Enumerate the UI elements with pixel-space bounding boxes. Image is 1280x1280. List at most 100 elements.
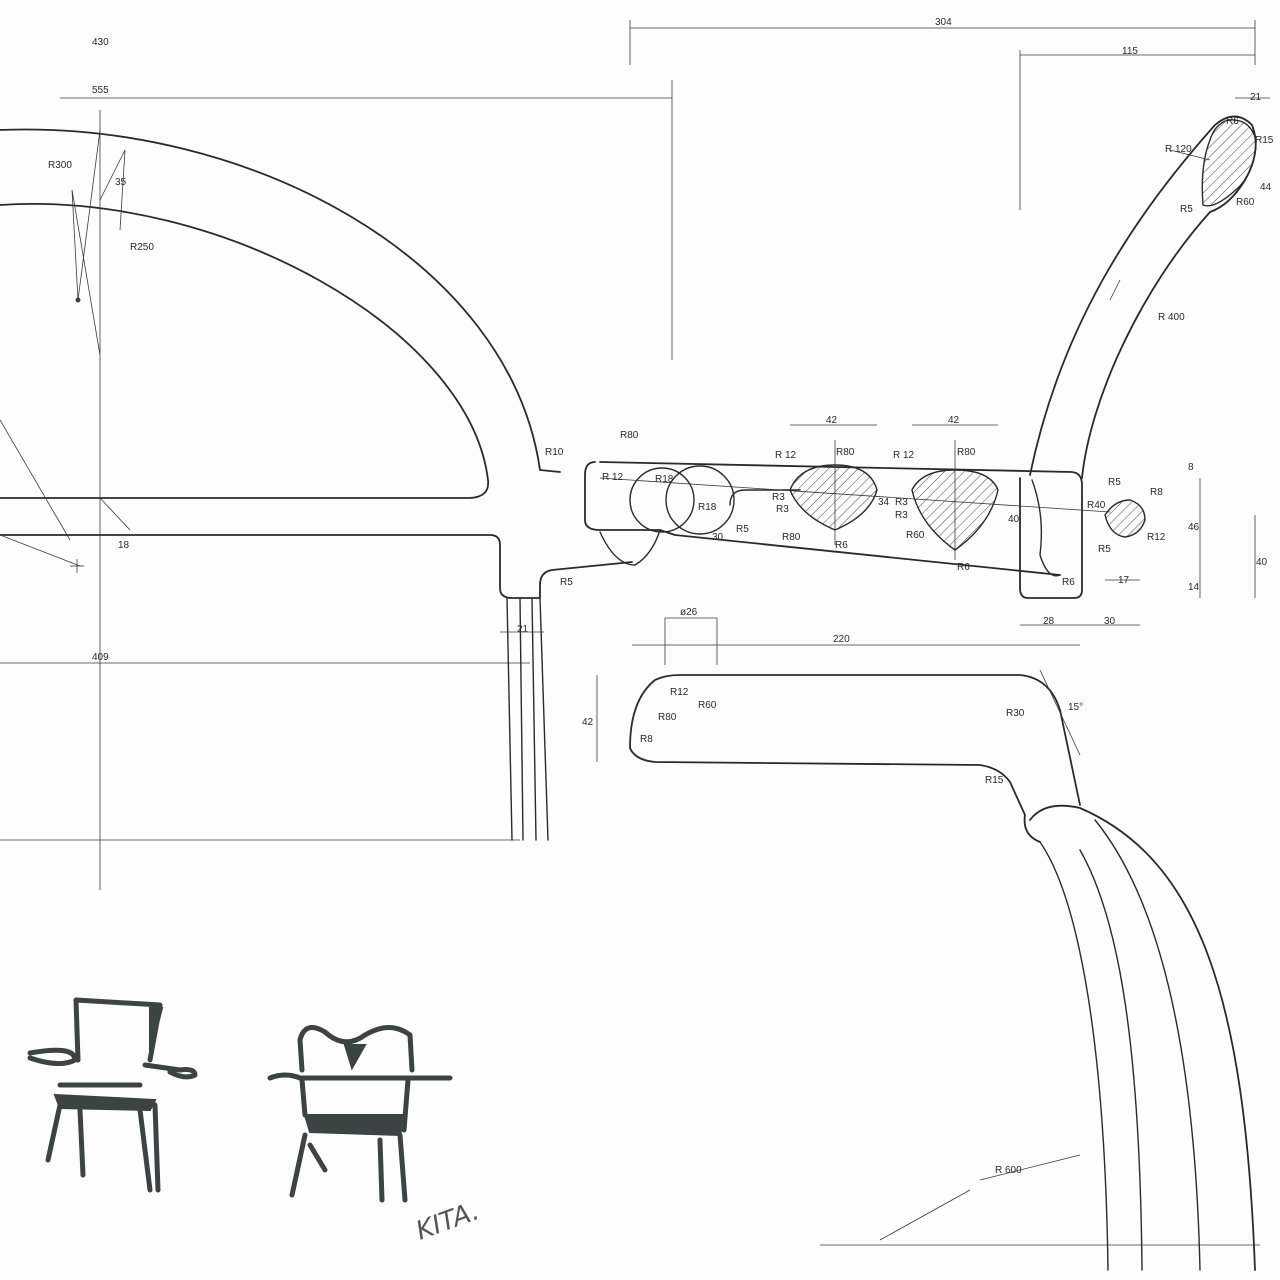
joint-circle-2: [665, 465, 735, 535]
dim-r3-a: R3: [772, 492, 785, 503]
seat-profile: [0, 534, 633, 599]
dim-220: 220: [833, 634, 850, 645]
dim-42-c: 42: [582, 717, 594, 728]
dim-17: 17: [1118, 575, 1130, 586]
dim-409: 409: [92, 652, 109, 663]
dim-r15: R15: [985, 775, 1004, 786]
dim-r60-top: R60: [1236, 197, 1255, 208]
seat-leg-elevation: [596, 617, 1260, 1271]
sketch1-back: [73, 997, 163, 1063]
dim-r80-e: R80: [658, 712, 677, 723]
dim-r5-top: R5: [1180, 204, 1193, 215]
leg-line-3: [1094, 819, 1201, 1271]
dim-r18-b: R18: [698, 502, 717, 513]
arm-inner-curve: [1031, 479, 1061, 577]
dim-46: 46: [1188, 522, 1200, 533]
inner-arc: [0, 203, 490, 499]
r120-leader: [1169, 149, 1211, 161]
dim-r6-b: R6: [957, 562, 970, 573]
sketch1-back-side: [149, 1007, 164, 1056]
dim-30: 30: [712, 532, 724, 543]
arm-tip-section: [1201, 119, 1257, 207]
dim-r400: R 400: [1158, 312, 1185, 323]
dim-28: 28: [1043, 616, 1055, 627]
dim-r12-b: R 12: [775, 450, 797, 461]
arm-bar-right: [599, 461, 1083, 599]
chair-sketch-2: [267, 1025, 453, 1203]
dim-r6-top: R6: [1226, 116, 1239, 127]
r250-leader: [99, 149, 126, 231]
dim-r18-a: R18: [655, 474, 674, 485]
dim-14: 14: [1188, 582, 1200, 593]
dim-r12-a: R 12: [602, 472, 624, 483]
dim-r600: R 600: [995, 1165, 1022, 1176]
top-dimensions: [629, 20, 1256, 210]
section-c: [1104, 499, 1146, 538]
r600-leader-2: [979, 1154, 1081, 1181]
dim-r8: R8: [1150, 487, 1163, 498]
dim-42-b: 42: [948, 415, 960, 426]
sketch2-arms: [267, 1072, 453, 1081]
dim-35: 35: [115, 177, 127, 188]
chair-sketch-1: [27, 297, 198, 1193]
angle-line: [1039, 669, 1081, 756]
outer-arc: [0, 128, 561, 473]
sketch1-arm-right: [142, 1062, 198, 1080]
dim-r60-b: R60: [698, 700, 717, 711]
backrest-plan-view: [0, 80, 673, 890]
axis-line: [599, 477, 1111, 513]
dim-r12-c: R 12: [893, 450, 915, 461]
dim-r5-c: R5: [1098, 544, 1111, 555]
dim-r300: R300: [48, 160, 72, 171]
sketch2-sides: [299, 1077, 411, 1133]
dim-r6-c: R6: [1062, 577, 1075, 588]
dim-30-b: 30: [1104, 616, 1116, 627]
dim-555: 555: [92, 85, 109, 96]
dim-r12-e: R12: [670, 687, 689, 698]
joint-bulge: [599, 529, 661, 566]
sketch2-seat: [303, 1114, 407, 1137]
arm-bar-bottom: [584, 461, 1061, 576]
sketch1-legs: [45, 1102, 161, 1193]
dim-304: 304: [935, 17, 952, 28]
dim-r6-a: R6: [835, 540, 848, 551]
dim-115: 115: [1122, 46, 1138, 57]
notch: [729, 489, 801, 506]
dim-r30: R30: [1006, 708, 1025, 719]
section-a: [789, 464, 878, 531]
dim-r5-d: R5: [560, 577, 573, 588]
dim-21-mid: 21: [517, 624, 529, 635]
dim-r10: R10: [545, 447, 564, 458]
dim-r80-c: R80: [957, 447, 976, 458]
d18-leader: [99, 497, 131, 531]
sketch2-legs: [289, 1132, 408, 1203]
armrest-elevation: [1029, 97, 1270, 479]
dim-r40: R40: [1087, 500, 1106, 511]
seat-top: [629, 674, 1081, 806]
seat-bottom: [629, 747, 1041, 843]
dim-r80-a: R80: [620, 430, 639, 441]
dim-r250: R250: [130, 242, 154, 253]
dim-42-a: 42: [826, 415, 838, 426]
dim-r3-d: R3: [895, 510, 908, 521]
joint-circle: [629, 467, 695, 533]
dim-r5-a: R5: [736, 524, 749, 535]
dim-r8-b: R8: [640, 734, 653, 745]
r600-leader: [879, 1189, 971, 1241]
dim-r80-d: R80: [782, 532, 801, 543]
dim-18: 18: [118, 540, 130, 551]
dim-r120: R 120: [1165, 144, 1192, 155]
diagonal-leader: [0, 419, 71, 541]
dim-phi26: ø26: [680, 607, 698, 618]
leg-lines: [506, 597, 549, 841]
signature: KITA.: [412, 1196, 483, 1246]
dim-r3-b: R3: [776, 504, 789, 515]
leg-outer: [1029, 804, 1256, 1271]
dim-40-b: 40: [1256, 557, 1268, 568]
tick: [1109, 279, 1121, 301]
dim-r12-d: R12: [1147, 532, 1166, 543]
diag-leader-2: [0, 534, 81, 567]
dim-44: 44: [1260, 182, 1272, 193]
